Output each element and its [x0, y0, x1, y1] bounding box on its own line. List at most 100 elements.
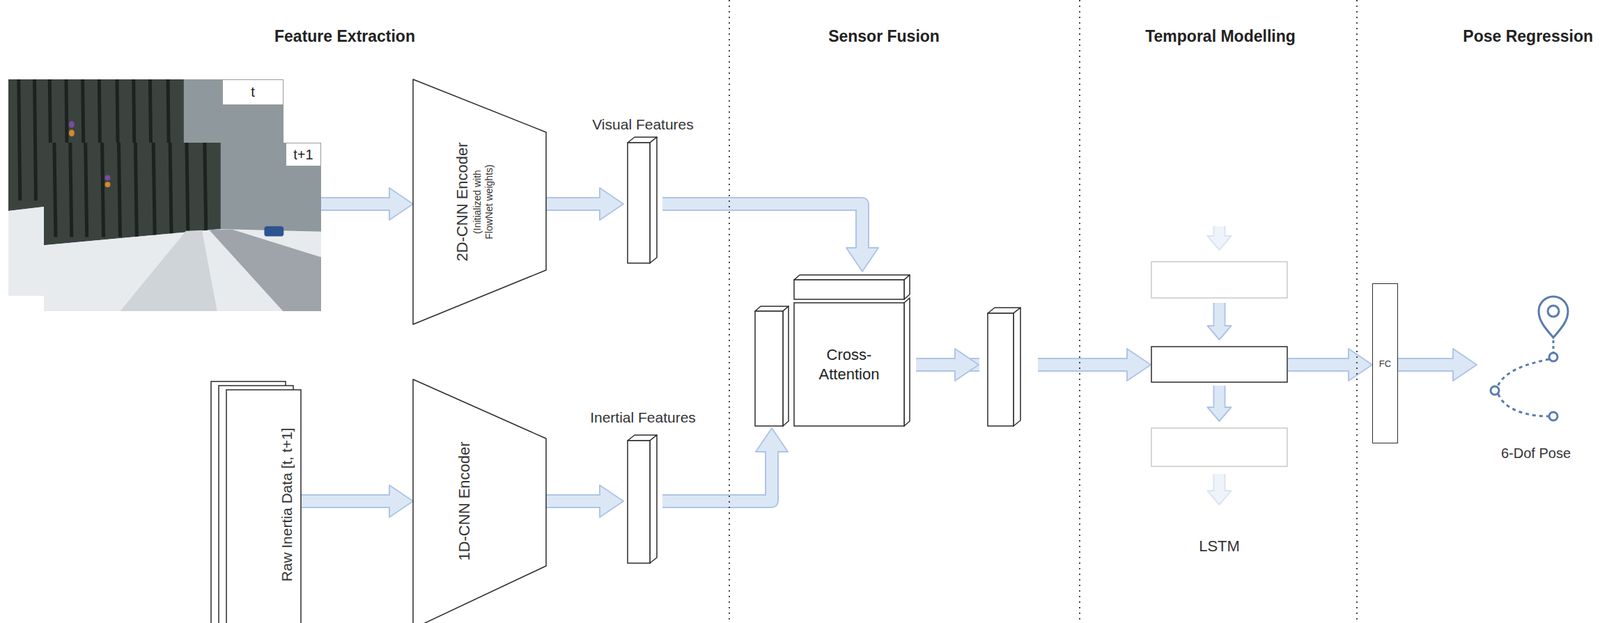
feature-bar-side [649, 435, 657, 564]
arrow-joint [385, 198, 391, 210]
arrow-shaft [1287, 359, 1350, 371]
arrow-joint [385, 495, 391, 508]
tree-trunk [169, 142, 172, 238]
gap-mask [979, 355, 988, 375]
recurrent-arrow [1207, 474, 1232, 506]
imu-label: Raw Inertia Data [t, t+1] [277, 427, 296, 582]
tree-trunk [70, 142, 72, 238]
arrow-shaft [546, 495, 601, 508]
footpath [119, 230, 217, 312]
arrow-shaft [300, 495, 391, 508]
encoder-trapezoid [413, 79, 547, 325]
arrow-outline [1397, 358, 1454, 372]
gap-mask [1021, 355, 1038, 375]
arrow-joint [595, 198, 602, 210]
lstm-cell [1151, 346, 1288, 383]
fused-feature-front [987, 313, 1014, 427]
waypoint [1549, 412, 1558, 421]
arrow-head [389, 485, 414, 518]
block-label: Cross-Attention [807, 345, 891, 384]
section-heading: Temporal Modelling [1145, 27, 1296, 46]
arrow-head [599, 485, 624, 518]
arrow-outline [300, 494, 391, 509]
feature-bar-front [627, 142, 650, 264]
feature-caption: Inertial Features [589, 408, 696, 427]
lstm-caption: LSTM [1150, 536, 1288, 558]
key-bar-front [794, 280, 905, 300]
arrow-joint [1214, 231, 1225, 238]
arrow-shaft [1214, 385, 1225, 409]
encoder-title: 2D-CNN Encoder [453, 142, 472, 262]
tree-trunk [85, 142, 88, 238]
arrow-head [1453, 348, 1477, 382]
arrow-joint [766, 450, 778, 457]
encoder-title: 1D-CNN Encoder [455, 441, 474, 561]
flow-arrow [321, 188, 414, 221]
section-divider [1078, 0, 1081, 623]
arrow-head [954, 348, 979, 382]
query-bar-front [755, 311, 783, 427]
arrow-outline [662, 451, 772, 502]
arrow-shaft [1397, 359, 1454, 371]
node-shape [413, 379, 547, 623]
rotated-text: 1D-CNN Encoder [450, 410, 479, 593]
arrow-outline [1213, 385, 1226, 409]
video-frame: t+1 [43, 142, 322, 312]
attention-map-side [904, 298, 910, 427]
cross-attention-block: Cross-Attention [755, 271, 916, 429]
trail-marker [68, 129, 75, 137]
arrow-head [1127, 348, 1151, 382]
frame-label: t [250, 84, 255, 101]
arrow-outline [1213, 303, 1226, 327]
lstm-stack: LSTM [1150, 221, 1288, 565]
data-sheet [226, 390, 301, 623]
layer-label: FC [1379, 358, 1392, 370]
flow-arrow [662, 204, 879, 272]
encoder-block: 2D-CNN Encoder(Initialized with FlowNet … [413, 79, 547, 325]
flow-arrow [915, 348, 1151, 382]
waypoint [1490, 386, 1499, 395]
arrow-joint [950, 359, 957, 371]
section-divider [1356, 0, 1358, 623]
arrow-head [1207, 491, 1232, 506]
arrow-shaft [1214, 474, 1225, 492]
trail-marker [105, 174, 111, 181]
section-heading: Pose Regression [1462, 27, 1594, 46]
flow-arrow [546, 485, 624, 518]
node-shape [623, 135, 663, 266]
fused-feature-side [1013, 307, 1021, 427]
trail-marker [68, 121, 75, 129]
arrow-head [1348, 348, 1373, 382]
arrow-shaft [1214, 303, 1225, 327]
forest [43, 142, 221, 246]
arrow-head [1207, 325, 1232, 340]
frame-tag: t [222, 79, 284, 106]
layer-label: LSTM [1150, 536, 1288, 558]
recurrent-arrow [1207, 303, 1232, 340]
arrow-outline [321, 197, 391, 212]
location-pin [1538, 296, 1568, 338]
key-bar-side [904, 275, 910, 300]
node-shape [1150, 221, 1288, 565]
arrow-joint [1214, 486, 1225, 493]
fc-layer: FC [1372, 283, 1398, 444]
arrow-head [1207, 407, 1232, 422]
arrow-shaft [662, 204, 863, 249]
frame-tag: t+1 [285, 142, 322, 167]
pose-caption: 6-Dof Pose [1476, 443, 1596, 464]
output-label: 6-Dof Pose [1476, 443, 1596, 464]
car [263, 226, 284, 237]
arrow-joint [1122, 359, 1129, 371]
encoder-subtitle: (Initialized with FlowNet weights) [471, 155, 496, 250]
feature-bar-front [627, 440, 650, 564]
location-pin-dot [1547, 305, 1559, 317]
arrow-head [755, 428, 788, 453]
section-divider [728, 0, 730, 623]
arrow-head [846, 247, 879, 272]
tree-trunk [34, 79, 37, 201]
flow-arrow [300, 485, 414, 518]
encoder-block: 1D-CNN Encoder [413, 379, 547, 623]
arrow-joint [1344, 359, 1350, 371]
feature-label: Visual Features [592, 115, 694, 134]
